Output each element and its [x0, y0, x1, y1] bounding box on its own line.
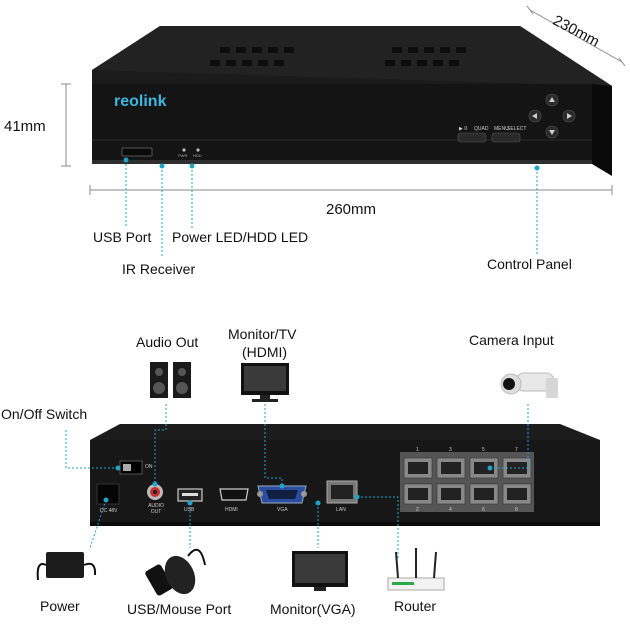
front-usb-slot	[121, 147, 153, 157]
hdmi-port	[219, 488, 249, 501]
poe-port-block	[400, 452, 534, 512]
menu-button[interactable]	[491, 132, 521, 143]
poe-number-4: 4	[449, 507, 452, 513]
usb-port-callout: USB Port	[93, 229, 152, 245]
rear-top-lid	[90, 424, 600, 440]
top-vents	[210, 47, 466, 66]
monitor-tv-callout: Monitor/TV	[228, 326, 297, 342]
poe-number-8: 8	[515, 507, 518, 513]
nvr-front-face	[92, 84, 592, 164]
power-callout: Power	[40, 598, 80, 614]
hdd-led-label: HDD	[193, 153, 202, 158]
depth-dimension-line	[529, 9, 623, 63]
vga-label: VGA	[277, 507, 288, 513]
hdmi-label: HDMI	[225, 507, 238, 513]
camera-input-callout: Camera Input	[469, 332, 554, 348]
select-button-label: SELECT	[507, 126, 527, 132]
on-switch-label: ON	[145, 464, 153, 470]
rear-callout-lines	[65, 400, 529, 560]
audio-out-callout: Audio Out	[136, 334, 199, 350]
control-panel-callout: Control Panel	[487, 256, 572, 272]
dc-jack	[96, 483, 120, 505]
ir-receiver-callout: IR Receiver	[122, 261, 196, 277]
dc-label: DC 48V	[100, 508, 118, 514]
poe-number-1: 1	[416, 447, 419, 453]
audio-out-label: AUDIO OUT	[148, 503, 164, 515]
hdd-led	[196, 148, 200, 152]
front-callout-lines	[125, 160, 538, 256]
pwr-led-label: PWR	[178, 153, 188, 158]
lan-label: LAN	[336, 507, 346, 513]
power-adapter-icon	[36, 552, 97, 581]
width-label: 260mm	[326, 201, 377, 218]
quad-button-label: QUAD	[474, 126, 489, 132]
nvr-side-face	[592, 84, 612, 176]
play-button-label: ▶ II	[459, 126, 468, 132]
pwr-led	[182, 148, 186, 152]
usb-mouse-port-callout: USB/Mouse Port	[127, 601, 232, 617]
poe-number-5: 5	[482, 447, 485, 453]
monitor-vga-callout: Monitor(VGA)	[270, 601, 356, 617]
usb-label: USB	[184, 507, 195, 513]
power-hdd-led-callout: Power LED/HDD LED	[172, 229, 309, 245]
speaker-icon	[150, 362, 191, 398]
router-callout: Router	[394, 598, 437, 614]
hdmi-monitor-icon	[241, 363, 289, 402]
menu-button-label: MENU	[494, 126, 509, 132]
poe-number-3: 3	[449, 447, 452, 453]
on-off-switch-callout: On/Off Switch	[1, 406, 88, 422]
vga-monitor-icon	[292, 551, 348, 591]
play-button[interactable]	[457, 132, 487, 143]
poe-number-2: 2	[416, 507, 419, 513]
poe-number-7: 7	[515, 447, 518, 453]
usb-mouse-icon	[145, 548, 206, 596]
poe-number-6: 6	[482, 507, 485, 513]
hdmi-callout: (HDMI)	[242, 344, 288, 360]
brand-logo: reolink	[114, 93, 167, 110]
height-label: 41mm	[4, 118, 46, 135]
router-icon	[387, 548, 445, 591]
camera-icon	[500, 372, 558, 398]
